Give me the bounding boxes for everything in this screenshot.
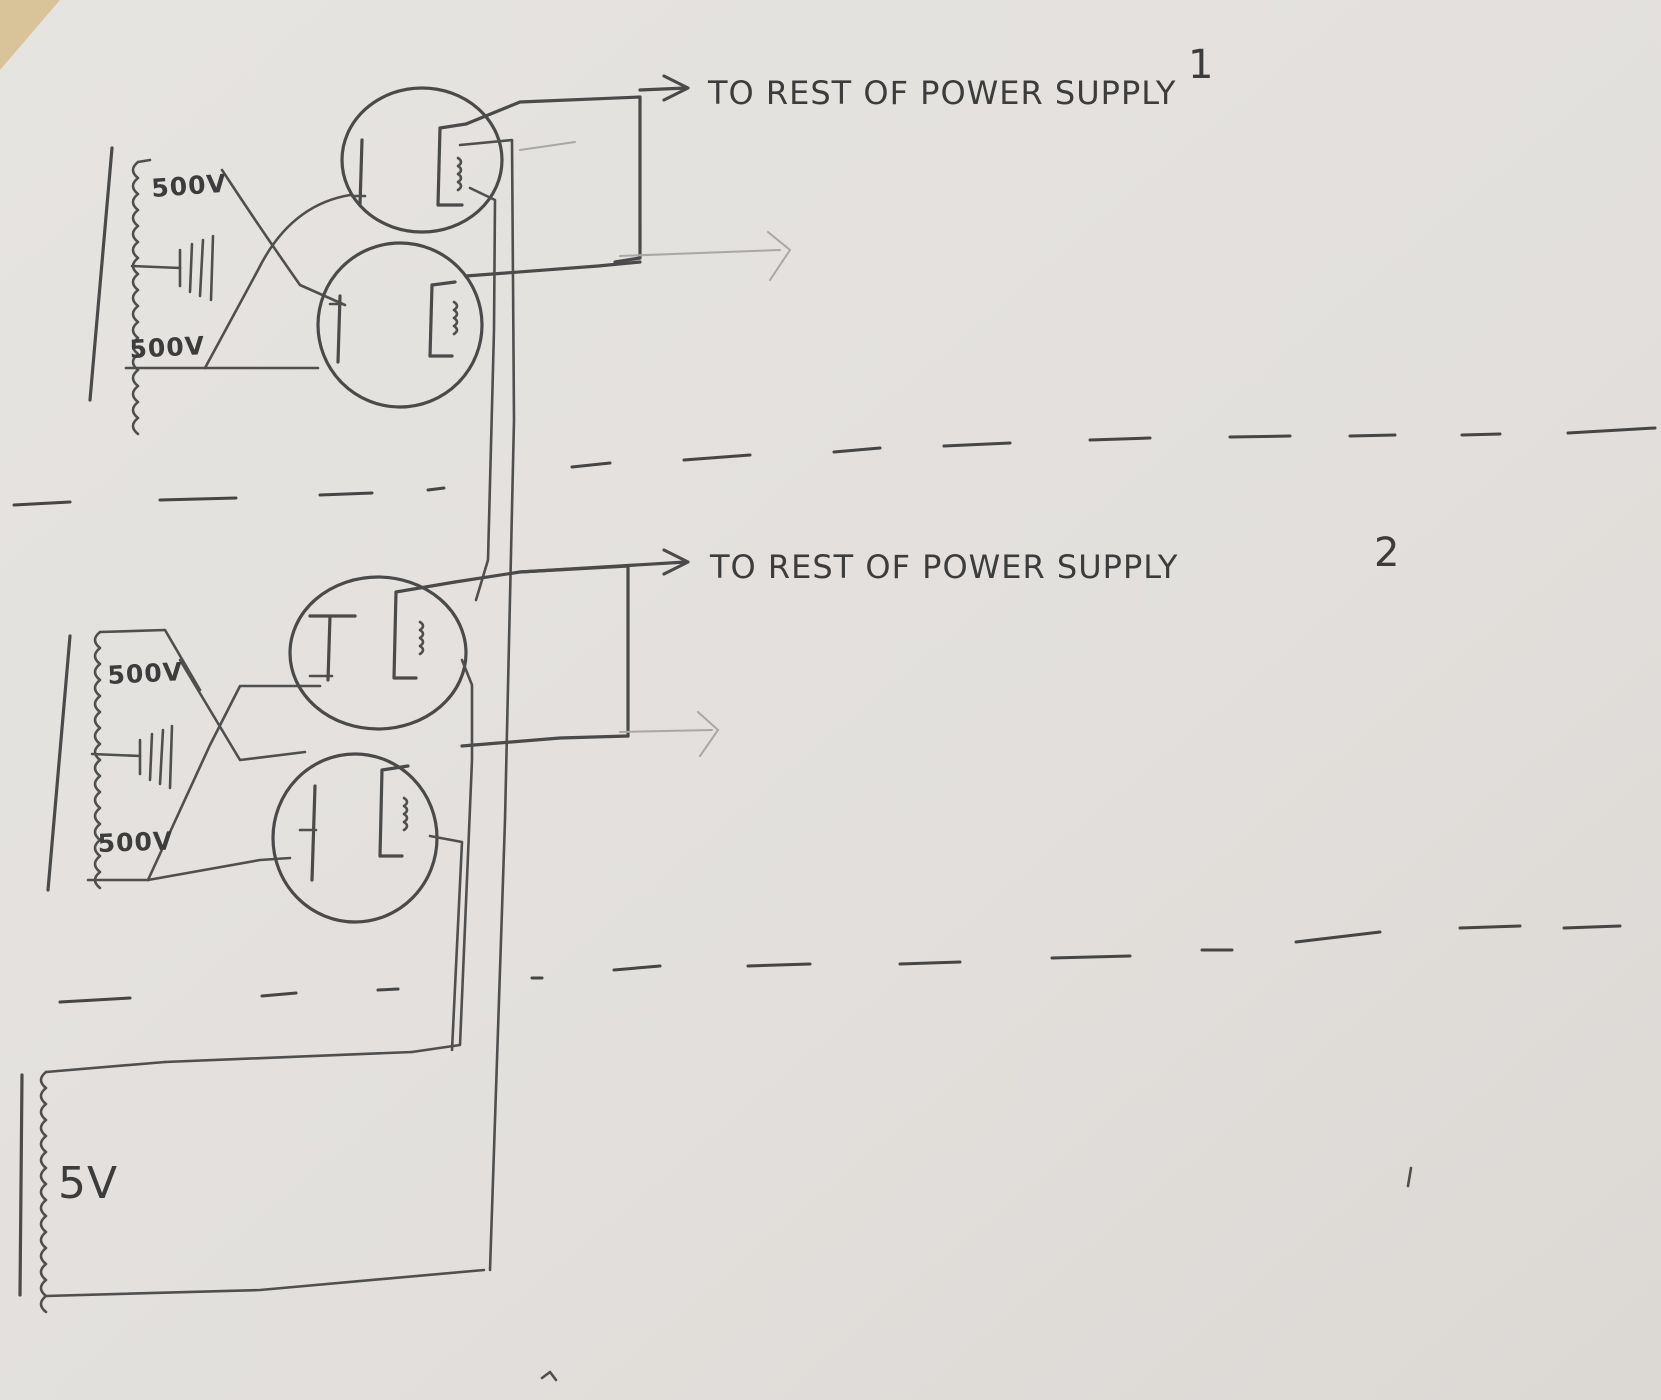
- supply-2-tube-lower-plate: [310, 784, 317, 882]
- supply-2-tube-upper-cathode: [392, 580, 457, 680]
- supply-1-output-label: TO REST OF POWER SUPPLY: [707, 74, 1176, 112]
- supply-2-transformer-winding: [93, 630, 102, 890]
- supply-1-tube-lower-cathode: [428, 280, 457, 358]
- supply-1-faint-arrow-icon: [619, 231, 792, 281]
- supply-1-circuit: [88, 74, 792, 1272]
- supply-1-upper-winding-label: 500V: [150, 169, 227, 203]
- desk-corner: [0, 0, 60, 70]
- supply-2-output-label: TO REST OF POWER SUPPLY: [709, 548, 1178, 586]
- supply-2-number-label: 2: [1374, 530, 1400, 576]
- supply-2-output-arrow-line: [518, 560, 688, 574]
- supply-2-tube-upper-plate: [308, 614, 357, 682]
- supply-1-tube-lower-filament-icon: [452, 300, 459, 336]
- supply-1-number-label: 1: [1188, 42, 1214, 88]
- supply-1-tube-upper-filament-icon: [456, 156, 463, 192]
- supply-2-faint-arrow-icon: [619, 711, 720, 757]
- filament-transformer: [18, 1050, 486, 1314]
- supply-1-tube-upper: [340, 86, 504, 234]
- supply-2-ground-icon: [138, 724, 174, 790]
- supply-1-transformer-winding: [131, 160, 140, 436]
- section-divider-2: [58, 924, 1622, 1004]
- stray-mark-caret: [540, 1370, 558, 1382]
- supply-2-transformer-core: [46, 634, 72, 892]
- supply-1-output-arrow-line: [638, 86, 688, 92]
- supply-2-tube-upper-filament-icon: [418, 620, 425, 656]
- supply-1-tube-upper-cathode: [436, 122, 468, 207]
- stray-mark: [1406, 1166, 1413, 1188]
- supply-2-cross-wire-a: [178, 658, 307, 762]
- supply-2-upper-winding-label: 500V: [107, 657, 184, 690]
- supply-1-lower-winding-label: 500V: [129, 331, 206, 364]
- supply-2-tube-lower-filament-icon: [402, 796, 409, 832]
- supply-1-cross-wire-a: [220, 168, 347, 307]
- filament-voltage-label: 5V: [58, 1158, 118, 1209]
- supply-2-center-tap: [90, 752, 142, 758]
- supply-1-output-arrowhead-icon: [662, 74, 690, 102]
- supply-1-filament-wire-b: [458, 138, 516, 1272]
- supply-1-center-tap: [130, 264, 182, 270]
- supply-1-filament-wire-a: [468, 186, 497, 602]
- supply-1-ground-icon: [178, 234, 215, 302]
- supply-2-tube-lower-cathode: [378, 764, 410, 858]
- supply-1-tube-upper-plate: [358, 138, 364, 207]
- filament-transformer-winding: [39, 1070, 48, 1314]
- supply-1-tube-lower: [316, 241, 484, 409]
- filament-transformer-core: [18, 1073, 24, 1297]
- supply-2-cross-wire-b: [146, 684, 322, 882]
- supply-2-filament-wire-a: [410, 658, 474, 1054]
- supply-1-tube-lower-plate: [336, 294, 342, 364]
- supply-2-lower-winding-label: 500V: [97, 826, 174, 858]
- supply-2-tube-upper: [288, 575, 468, 731]
- section-divider-1: [12, 426, 1657, 507]
- supply-2-circuit: [46, 548, 720, 1054]
- supply-1-output-wire: [464, 95, 642, 264]
- supply-1-cross-wire-b: [203, 193, 352, 370]
- supply-2-output-arrowhead-icon: [662, 548, 690, 576]
- supply-1-transformer-core: [88, 146, 114, 402]
